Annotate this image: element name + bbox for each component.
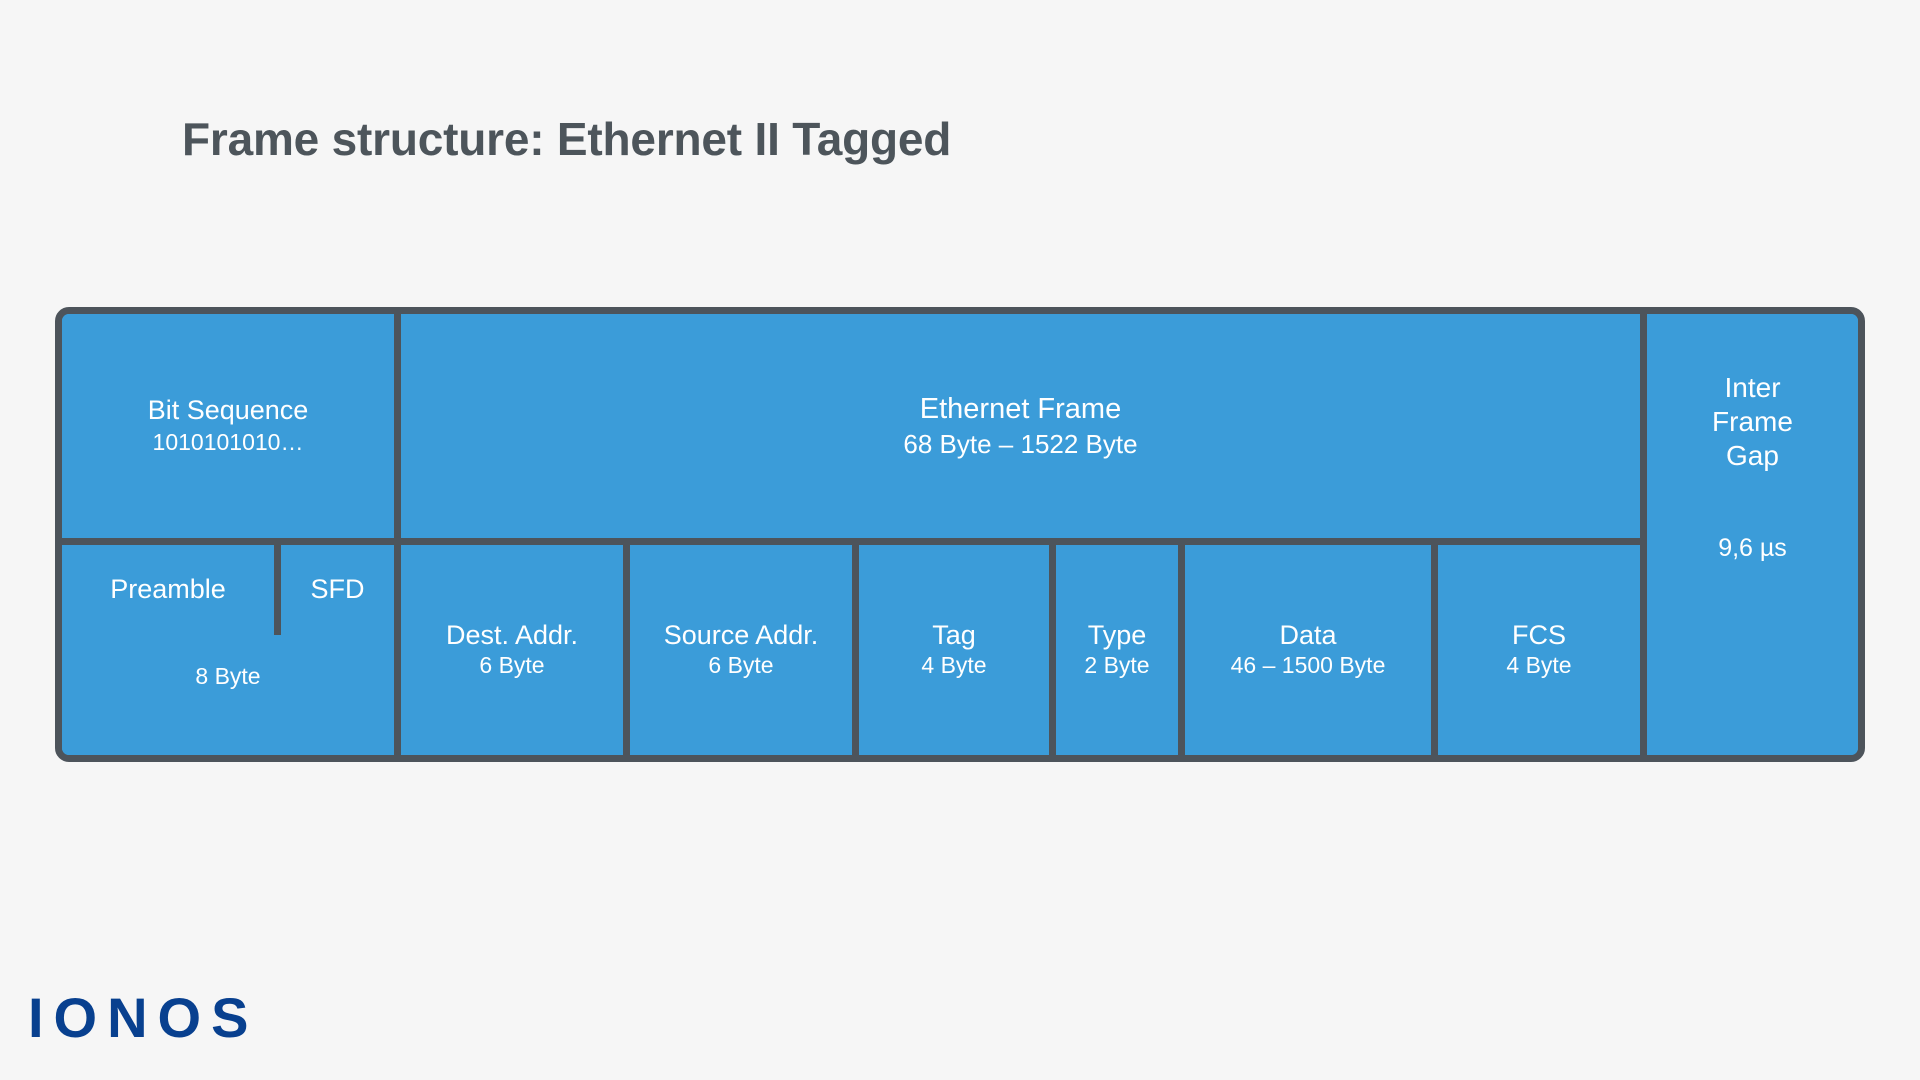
diagram-grid: Bit Sequence 1010101010… Ethernet Frame … (62, 314, 1858, 755)
cell-sfd-label: SFD (310, 574, 365, 604)
cell-type: Type 2 Byte (1056, 545, 1178, 755)
cell-dest-addr-size: 6 Byte (479, 652, 545, 679)
separator-preamble-sfd (274, 545, 281, 635)
cell-data: Data 46 – 1500 Byte (1185, 545, 1431, 755)
cell-bit-sequence-label: Bit Sequence (147, 395, 309, 426)
cell-tag: Tag 4 Byte (859, 545, 1049, 755)
cell-fcs-label: FCS (1512, 620, 1566, 651)
cell-preamble-label: Preamble (110, 574, 226, 604)
cell-ethernet-frame: Ethernet Frame 68 Byte – 1522 Byte (401, 314, 1640, 538)
cell-tag-label: Tag (932, 620, 976, 651)
cell-dest-addr: Dest. Addr. 6 Byte (401, 545, 623, 755)
cell-source-addr: Source Addr. 6 Byte (630, 545, 852, 755)
cell-type-label: Type (1087, 620, 1147, 651)
cell-inter-frame-gap: Inter Frame Gap 9,6 µs (1647, 314, 1858, 755)
cell-source-addr-size: 6 Byte (708, 652, 774, 679)
cell-sfd: SFD (281, 545, 394, 755)
cell-data-label: Data (1279, 620, 1337, 651)
cell-tag-size: 4 Byte (921, 652, 987, 679)
cell-inter-frame-gap-size: 9,6 µs (1718, 534, 1787, 563)
separator-type-data (1178, 545, 1185, 755)
cell-ethernet-frame-label: Ethernet Frame (919, 392, 1122, 425)
separator-bitsequence-ethernetframe (394, 314, 401, 755)
cell-preamble-sfd-size-label: 8 Byte (195, 663, 261, 690)
cell-type-size: 2 Byte (1084, 652, 1150, 679)
cell-data-size: 46 – 1500 Byte (1230, 652, 1386, 679)
cell-fcs-size: 4 Byte (1506, 652, 1572, 679)
cell-bit-sequence-size: 1010101010… (152, 429, 304, 456)
cell-preamble: Preamble (62, 545, 274, 755)
cell-inter-frame-gap-label: Inter Frame Gap (1712, 372, 1793, 472)
cell-source-addr-label: Source Addr. (663, 620, 819, 651)
separator-source-tag (852, 545, 859, 755)
page-title: Frame structure: Ethernet II Tagged (182, 113, 952, 165)
cell-dest-addr-label: Dest. Addr. (445, 620, 579, 651)
ionos-logo: IONOS (28, 986, 259, 1049)
cell-fcs: FCS 4 Byte (1438, 545, 1640, 755)
frame-structure-diagram: Bit Sequence 1010101010… Ethernet Frame … (55, 307, 1865, 762)
separator-data-fcs (1431, 545, 1438, 755)
separator-dest-source (623, 545, 630, 755)
separator-row-divider (62, 538, 1647, 545)
cell-bit-sequence: Bit Sequence 1010101010… (62, 314, 394, 538)
separator-tag-type (1049, 545, 1056, 755)
cell-preamble-sfd-size: 8 Byte (62, 657, 394, 697)
separator-ethernetframe-interframegap (1640, 314, 1647, 755)
cell-ethernet-frame-size: 68 Byte – 1522 Byte (903, 429, 1138, 460)
